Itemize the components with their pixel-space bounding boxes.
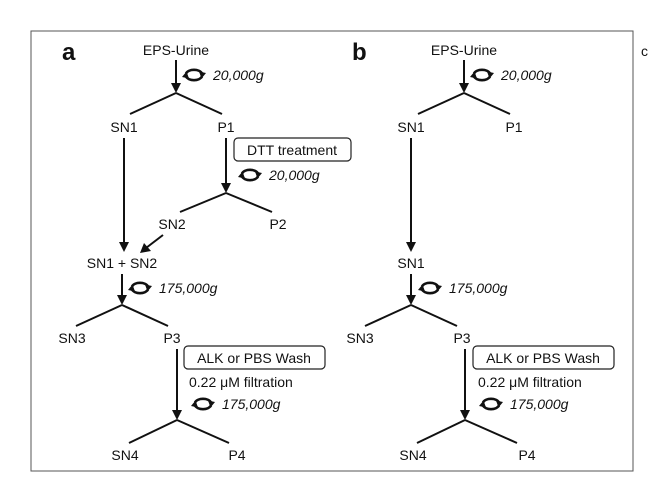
figure-frame (30, 30, 634, 472)
panel-a-spin1: 20,000g (212, 67, 264, 83)
panel-b-wash-box (472, 345, 615, 370)
centrifuge-cycle-icon (126, 281, 154, 295)
centrifuge-cycle-icon (416, 281, 444, 295)
panel-a-split3-left (75, 304, 123, 327)
panel-a-sn2-arrow (145, 234, 164, 249)
panel-a-source: EPS-Urine (143, 42, 209, 58)
panel-b-wash-label: ALK or PBS Wash (486, 350, 600, 366)
panel-a-split1-right (175, 92, 223, 115)
panel-b-split1-left (417, 92, 465, 115)
panel-b-spin3: 175,000g (449, 280, 508, 296)
panel-a-sn2: SN2 (158, 216, 185, 232)
panel-a-spin4: 175,000g (222, 396, 281, 412)
panel-a-source-arrowhead (171, 83, 181, 93)
panel-a-sn4: SN4 (111, 447, 138, 463)
panel-c-partial-label: c (641, 43, 648, 59)
panel-a-split2-right (225, 192, 273, 213)
centrifuge-cycle-icon (477, 397, 505, 411)
panel-b-p4: P4 (518, 447, 535, 463)
panel-a-split3-right (121, 304, 169, 327)
panel-a-sn1-arrowhead (119, 242, 129, 252)
panel-b-split4-right (464, 419, 518, 444)
centrifuge-cycle-icon (189, 397, 217, 411)
panel-a-sn1: SN1 (110, 119, 137, 135)
panel-a-split2-left (179, 192, 227, 213)
panel-a-combined: SN1 + SN2 (87, 255, 158, 271)
panel-b-filtration: 0.22 μM filtration (478, 374, 582, 390)
centrifuge-cycle-icon (180, 68, 208, 82)
panel-b-split4-left (416, 419, 466, 444)
panel-b-label: b (352, 39, 367, 66)
panel-a-split1-left (129, 92, 177, 115)
panel-a-split4-left (128, 419, 178, 444)
panel-a-p4: P4 (228, 447, 245, 463)
panel-a-p2: P2 (269, 216, 286, 232)
panel-a-sn3: SN3 (58, 330, 85, 346)
panel-b-sn1-mid: SN1 (397, 255, 424, 271)
panel-b-p3: P3 (453, 330, 470, 346)
panel-a-split4-right (176, 419, 230, 444)
panel-a-p3-arrowhead (172, 410, 182, 420)
panel-b-split3-left (364, 304, 412, 327)
panel-b: b EPS-Urine 20,000g SN1 P1 SN1 175,000g … (346, 39, 615, 463)
panel-b-sn1-mid-arrowhead (406, 295, 416, 305)
panel-b-spin4: 175,000g (510, 396, 569, 412)
panel-a-sn2-arrowhead (140, 243, 151, 253)
panel-b-sn1-top: SN1 (397, 119, 424, 135)
panel-b-p1: P1 (505, 119, 522, 135)
panel-a-label: a (62, 39, 76, 66)
panel-b-sn4: SN4 (399, 447, 426, 463)
panel-a-combined-arrowhead (117, 295, 127, 305)
panel-a: a EPS-Urine 20,000g SN1 P1 DTT treatment… (58, 39, 352, 463)
panel-a-dtt-label: DTT treatment (247, 142, 337, 158)
panel-b-split1-right (463, 92, 511, 115)
panel-b-split3-right (410, 304, 458, 327)
panel-a-spin3: 175,000g (159, 280, 218, 296)
panel-a-filtration: 0.22 μM filtration (189, 374, 293, 390)
panel-b-spin1: 20,000g (500, 67, 552, 83)
panel-a-spin2: 20,000g (268, 167, 320, 183)
panel-b-source: EPS-Urine (431, 42, 497, 58)
panel-a-wash-label: ALK or PBS Wash (197, 350, 311, 366)
centrifuge-cycle-icon (236, 168, 264, 182)
panel-a-p1: P1 (217, 119, 234, 135)
panel-b-p3-arrowhead (460, 410, 470, 420)
panel-b-sn1-arrowhead (406, 242, 416, 252)
panel-a-dtt-box (233, 137, 352, 162)
panel-a-p1-arrowhead (221, 183, 231, 193)
panel-a-wash-box (183, 345, 326, 370)
centrifuge-cycle-icon (468, 68, 496, 82)
panel-a-p3: P3 (163, 330, 180, 346)
panel-b-source-arrowhead (459, 83, 469, 93)
panel-b-sn3: SN3 (346, 330, 373, 346)
